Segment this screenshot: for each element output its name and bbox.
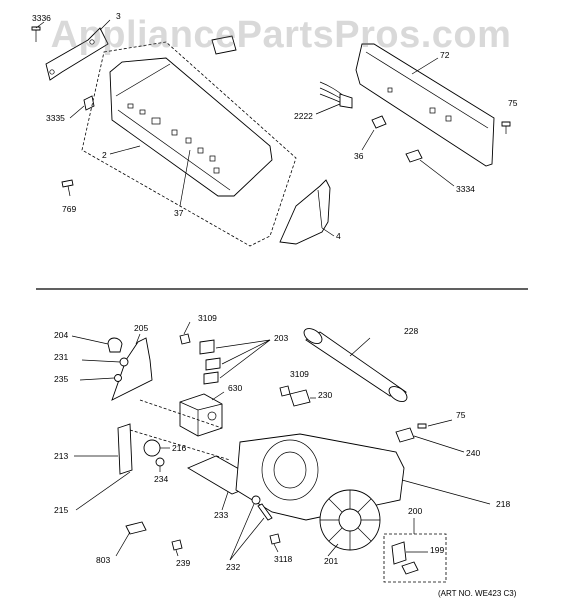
screw-part-75-top [501,121,511,134]
thermostat-part-203-b [205,357,221,371]
screw-part-3336 [31,26,41,42]
pulley-part-234 [155,457,165,467]
part-803 [125,521,147,535]
callout-label: 769 [62,204,76,214]
callout-label: 3 [116,11,121,21]
clip-part-3335 [83,95,95,111]
callout-label: 803 [96,555,110,565]
callout-label: 3336 [32,13,51,23]
thermostat-part-203-a [199,339,215,355]
callout-label: 37 [174,208,184,218]
callout-label: 240 [466,448,480,458]
callout-label: 4 [336,231,341,241]
callout-label: 231 [54,352,68,362]
fuse-part-199 [391,541,419,575]
screw-part-75-bottom [417,423,427,429]
callout-label: 3109 [290,369,309,379]
control-panel-part-37 [109,57,273,197]
part-240 [395,427,415,443]
callout-label: 204 [54,330,68,340]
blower-wheel-part-201 [319,489,381,551]
callout-label: 200 [408,506,422,516]
idler-pulley-part-216 [143,439,161,457]
callout-label: 216 [172,443,186,453]
part-232 [251,495,273,521]
clamp-part-204 [107,337,123,353]
callout-labels-bottom: 204 205 3109 203 228 231 235 630 3109 23… [54,313,510,572]
screw-part-239 [171,539,183,551]
part-231 [119,357,129,367]
knob-part-36 [371,115,387,129]
callout-label: 75 [508,98,518,108]
wire-harness-part-2222 [319,81,353,109]
screw-part-769 [61,179,74,197]
screw-part-3109-upper [179,333,191,345]
guide-line-b [129,429,231,461]
callout-label: 2222 [294,111,313,121]
callout-label: 233 [214,510,228,520]
callout-label: 3118 [274,554,293,564]
back-panel-part-72 [355,43,495,167]
decal-part [211,35,237,55]
bracket-part-3 [45,27,109,81]
callout-label: 203 [274,333,288,343]
callout-label: 239 [176,558,190,568]
callout-label: 234 [154,474,168,484]
screw-part-3118 [269,533,281,545]
callout-label: 232 [226,562,240,572]
callout-label: 230 [318,390,332,400]
callout-label: 199 [430,545,444,555]
end-cap-part-4 [279,179,331,245]
callout-label: 215 [54,505,68,515]
connector-part-3334 [405,149,423,163]
callout-label: 228 [404,326,418,336]
callout-label: 235 [54,374,68,384]
callout-label: 201 [324,556,338,566]
fuse-kit-outline [383,533,447,583]
thermostat-part-203-c [203,371,219,385]
screw-part-3109-lower [279,385,291,397]
idler-part-213 [117,423,133,475]
callout-label: 36 [354,151,364,161]
callout-label: 2 [102,150,107,160]
callout-label: 218 [496,499,510,509]
part-230 [289,389,311,407]
callout-label: 75 [456,410,466,420]
callout-label: 3335 [46,113,65,123]
part-235 [114,374,122,382]
callout-labels-top: 3336 3 3335 2 769 37 4 2222 72 75 36 333… [32,11,518,241]
callout-label: 72 [440,50,450,60]
callout-label: 3334 [456,184,475,194]
timer-part-630 [179,393,223,437]
guide-line-a [139,399,223,429]
callout-label: 213 [54,451,68,461]
art-number: (ART NO. WE423 C3) [438,589,517,598]
callout-label: 3109 [198,313,217,323]
callout-label: 630 [228,383,242,393]
console-assembly-outline [81,41,297,247]
duct-part-228 [303,328,408,402]
callout-label: 205 [134,323,148,333]
